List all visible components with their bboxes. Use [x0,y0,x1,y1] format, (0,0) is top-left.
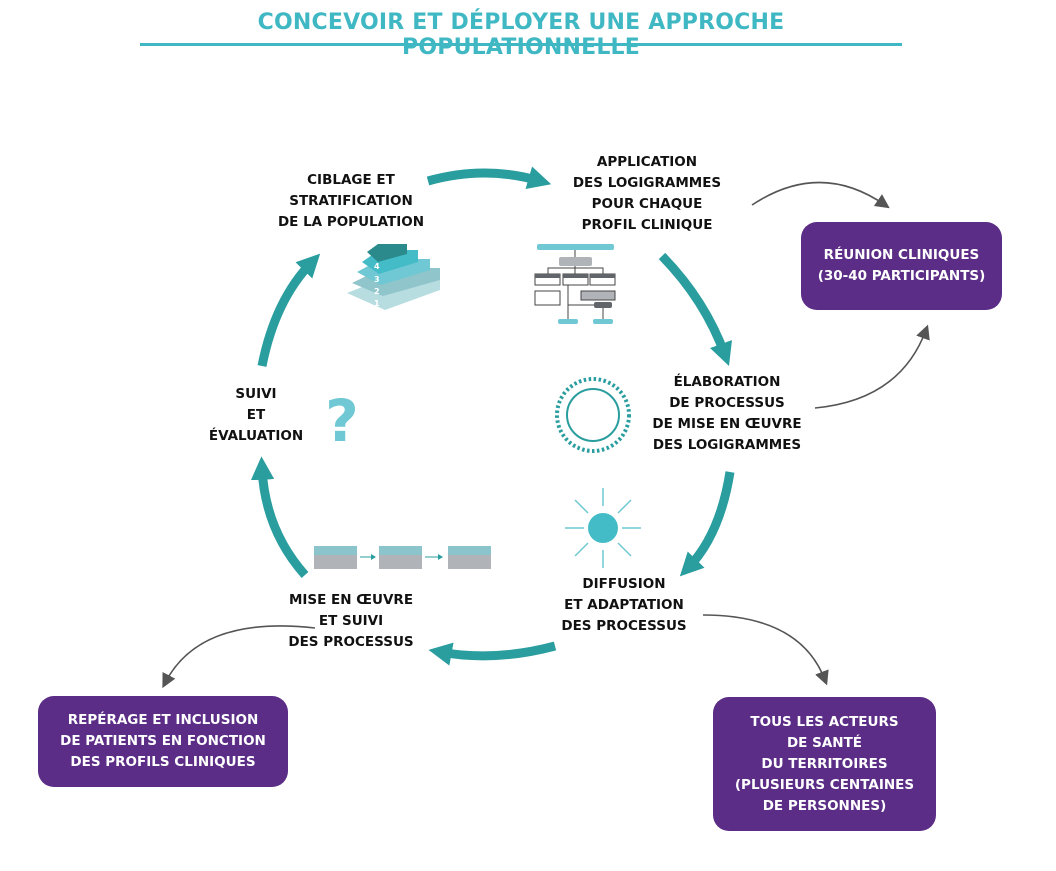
svg-text:2: 2 [374,287,380,296]
cycle-arrow-5 [250,456,309,578]
box-line: REPÉRAGE ET INCLUSION [67,712,259,728]
box-acteurs-sante: TOUS LES ACTEURS DE SANTÉ DU TERRITOIRES… [713,697,936,831]
question-mark-icon: ? [325,387,359,455]
step-label-line: ET SUIVI [318,613,384,629]
box-line: TOUS LES ACTEURS [750,713,899,730]
step-label-line: STRATIFICATION [289,193,413,209]
step-label-line: SUIVI [235,386,277,402]
process-steps-icon [314,546,491,569]
step-ciblage: CIBLAGE ET STRATIFICATION DE LA POPULATI… [278,170,424,233]
cycle-arrow-6 [257,253,321,367]
step-label-line: APPLICATION [596,154,698,170]
gray-arrows [162,181,930,689]
box-line: (PLUSIEURS CENTAINES [734,776,915,793]
arrow-to-reperage [162,625,316,689]
box-line: DES PROFILS CLINIQUES [70,754,256,770]
pyramid-icon: 1 2 3 4 [347,244,440,310]
box-line: DE PERSONNES) [762,797,887,814]
arrow-to-reunion-2 [814,324,930,409]
arrow-to-reunion-1 [751,181,890,209]
step-label-line: CIBLAGE ET [307,172,395,188]
step-label-line: ET [246,407,266,423]
box-reperage-inclusion: REPÉRAGE ET INCLUSION DE PATIENTS EN FON… [38,696,288,787]
step-label-line: ÉLABORATION [673,374,781,390]
svg-text:1: 1 [374,299,380,308]
box-line: RÉUNION CLINIQUES [823,247,980,263]
step-suivi: SUIVI ET ÉVALUATION [209,384,303,447]
step-label-line: ET ADAPTATION [564,597,684,613]
step-elaboration: ÉLABORATION DE PROCESSUS DE MISE EN ŒUVR… [652,372,801,456]
sun-icon [565,488,641,568]
arrow-to-acteurs [702,614,829,686]
step-label-line: DIFFUSION [582,576,666,592]
svg-text:4: 4 [374,262,380,271]
step-mise-en-oeuvre: MISE EN ŒUVRE ET SUIVI DES PROCESSUS [288,590,413,653]
cycle-arrow-1 [426,166,552,189]
cycle-arrows [250,166,735,666]
step-label-line: MISE EN ŒUVRE [288,592,414,608]
step-label-line: DES PROCESSUS [288,634,414,650]
box-line: DU TERRITOIRES [761,755,888,772]
circle-icon [555,377,631,453]
cycle-arrow-4 [428,641,557,666]
cycle-arrow-3 [679,471,735,577]
step-label-line: DES LOGIGRAMMES [572,175,722,191]
flowchart-icon [534,244,616,324]
box-line: DE SANTÉ [786,734,862,751]
page-title: CONCEVOIR ET DÉPLOYER UNE APPROCHE POPUL… [257,10,785,60]
step-label-line: POUR CHAQUE [591,196,703,212]
step-label-line: PROFIL CLINIQUE [581,217,713,233]
step-label-line: ÉVALUATION [208,428,304,444]
step-label-line: DES LOGIGRAMMES [652,437,802,453]
title-underline [140,43,902,46]
box-line: DE PATIENTS EN FONCTION [60,733,266,749]
step-label-line: DE MISE EN ŒUVRE [652,416,802,432]
step-label-line: DE PROCESSUS [669,395,785,411]
step-label-line: DES PROCESSUS [561,618,687,634]
svg-text:3: 3 [374,275,380,284]
box-line: (30-40 PARTICIPANTS) [817,268,986,284]
step-label-line: DE LA POPULATION [277,214,425,230]
step-application: APPLICATION DES LOGIGRAMMES POUR CHAQUE … [573,152,721,236]
cycle-arrow-2 [658,252,732,366]
step-diffusion: DIFFUSION ET ADAPTATION DES PROCESSUS [561,574,686,637]
box-reunion-cliniques: RÉUNION CLINIQUES (30-40 PARTICIPANTS) [801,222,1002,310]
